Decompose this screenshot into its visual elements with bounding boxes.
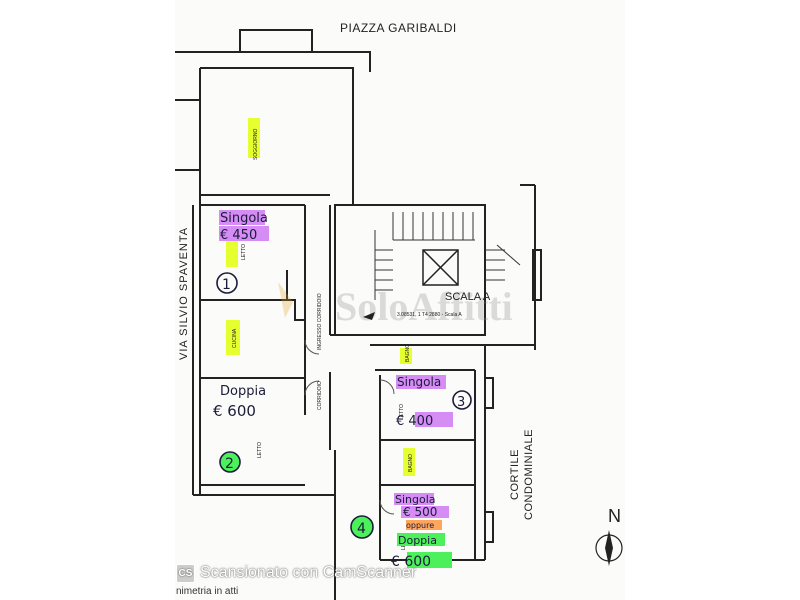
room-2-number: 2	[225, 456, 234, 472]
annotation-room-4: Singola € 500 oppure Doppia € 600 4	[350, 493, 452, 570]
room-4-number-circle	[350, 515, 374, 539]
room-4-price-2: € 600	[391, 554, 431, 570]
street-east-line2: CONDOMINIALE	[523, 429, 535, 520]
room-1-type: Singola	[220, 211, 268, 226]
room-4-price: € 500	[403, 505, 437, 519]
compass-needle	[605, 530, 613, 566]
room-4-or: oppure	[406, 521, 434, 530]
annotation-room-2: Doppia € 600 2	[213, 384, 266, 473]
annotation-room-1: Singola € 450 1	[216, 210, 269, 294]
compass-n-label: N	[608, 506, 621, 526]
stair-arrow	[363, 312, 375, 320]
room-highlights	[226, 118, 415, 476]
room-2-price: € 600	[213, 402, 256, 420]
room-label-corridoio: CORRIDOIO	[317, 381, 323, 410]
room-1-number: 1	[222, 277, 231, 293]
room-label-cucina: CUCINA	[232, 328, 238, 348]
camscanner-text: Scansionato con CamScanner	[200, 564, 417, 581]
room-3-number-circle	[452, 390, 472, 410]
room-4-type-2: Doppia	[398, 534, 437, 547]
floor-plan-scan: SoloAffitti SOGGIORNO LETTO CUCINA INGRE…	[175, 0, 625, 600]
room-2-type: Doppia	[220, 384, 266, 399]
elevator-shaft	[422, 249, 459, 286]
stair-ref: 3.08531, 1 T4 2880 - Scala A	[397, 312, 462, 318]
room-label-bagno-1: BAGNO	[405, 344, 411, 362]
camscanner-watermark: CS Scansionato con CamScanner	[175, 560, 625, 586]
room-2-number-circle	[219, 451, 241, 473]
annotation-room-3: Singola € 400 3	[396, 375, 472, 429]
room-label-letto-1: LETTO	[241, 244, 247, 260]
street-north: PIAZZA GARIBALDI	[340, 21, 457, 35]
room-label-ingresso: INGRESSO CORRIDOIO	[317, 293, 323, 350]
balcony	[239, 29, 313, 53]
street-east-line1: CORTILE	[509, 449, 521, 500]
watermark-text: SoloAffitti	[335, 284, 513, 329]
room-label-letto-2: LETTO	[257, 442, 263, 458]
room-3-number: 3	[457, 395, 465, 410]
footer-note: nimetria in atti	[176, 586, 239, 597]
room-3-price: € 400	[396, 414, 433, 429]
room-1-price: € 450	[220, 228, 257, 243]
room-label-letto-3: LETTO	[399, 404, 405, 420]
floor-plan-drawing: SoloAffitti SOGGIORNO LETTO CUCINA INGRE…	[175, 21, 623, 600]
walls	[175, 29, 542, 600]
compass: N	[595, 506, 623, 566]
door-arcs	[304, 339, 395, 515]
stair-steps	[374, 212, 521, 300]
street-west: VIA SILVIO SPAVENTA	[178, 227, 190, 360]
room-1-number-circle	[216, 272, 238, 294]
watermark: SoloAffitti	[278, 282, 513, 329]
room-3-type: Singola	[397, 375, 441, 389]
camscanner-badge: CS	[176, 563, 195, 583]
stair-name: SCALA A	[445, 291, 491, 303]
room-4-number: 4	[357, 521, 366, 537]
room-label-bagno-2: BAGNO	[408, 454, 414, 472]
room-label-soggiorno: SOGGIORNO	[253, 128, 259, 160]
room-4-type: Singola	[395, 493, 436, 506]
